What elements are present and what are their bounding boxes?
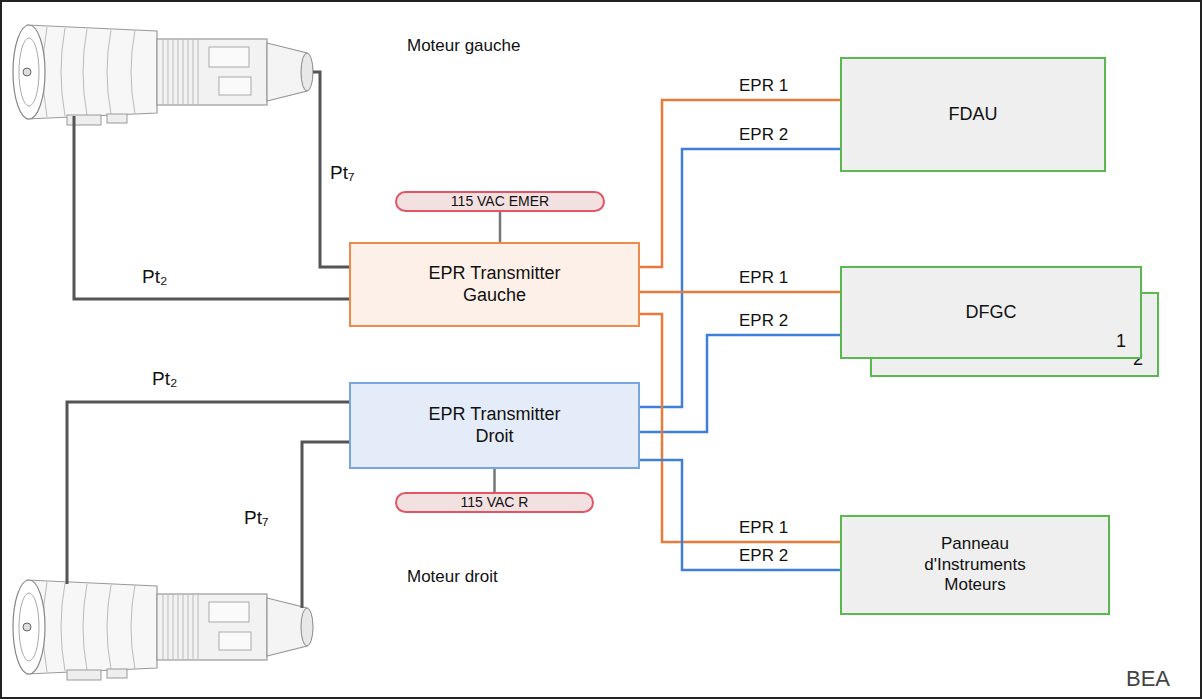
transmitter-box: EPR Transmitter Droit [349, 382, 640, 469]
index-number: 1 [1116, 331, 1126, 353]
data-unit-box: FDAU [840, 57, 1106, 172]
signal-label: EPR 1 [737, 76, 790, 96]
box-text: 115 VAC R [461, 494, 529, 511]
box-text: 115 VAC EMER [451, 193, 549, 210]
pt2-line [74, 116, 349, 299]
signal-connector [640, 460, 840, 570]
pressure-label: Pt₂ [142, 266, 167, 289]
box-text: EPR Transmitter Droit [407, 404, 582, 447]
engine-left [13, 25, 313, 125]
engine-label: Moteur gauche [407, 36, 520, 56]
power-pill: 115 VAC R [395, 492, 594, 513]
pressure-label: Pt₂ [152, 368, 177, 391]
box-text: FDAU [949, 104, 998, 126]
signal-connector [640, 100, 840, 267]
engine-label: Moteur droit [407, 567, 498, 587]
signal-connector [493, 469, 496, 492]
instrument-panel-box: Panneau d'Instruments Moteurs [840, 515, 1110, 615]
pressure-label: Pt₇ [244, 507, 268, 530]
signal-connector [640, 149, 840, 407]
pressure-lines [67, 72, 349, 608]
transmitter-box: EPR Transmitter Gauche [349, 242, 640, 327]
signal-label: EPR 1 [737, 268, 790, 288]
engine-right [13, 580, 313, 680]
signal-connector [640, 291, 840, 294]
box-text: EPR Transmitter Gauche [407, 263, 582, 306]
signal-connector [499, 212, 502, 242]
pt2-line [67, 402, 349, 584]
signal-connector [640, 314, 840, 542]
power-pill: 115 VAC EMER [395, 191, 605, 212]
pt7-line [302, 442, 349, 608]
box-text: DFGC [966, 302, 1017, 324]
pressure-label: Pt₇ [330, 162, 354, 185]
signal-label: EPR 2 [737, 546, 790, 566]
signal-label: EPR 1 [737, 518, 790, 538]
watermark: BEA [1126, 666, 1170, 692]
computer-box: DFGC 1 [840, 266, 1142, 359]
signal-label: EPR 2 [737, 125, 790, 145]
signal-label: EPR 2 [737, 311, 790, 331]
box-text: Panneau d'Instruments Moteurs [913, 534, 1038, 595]
signal-connector [640, 335, 840, 432]
